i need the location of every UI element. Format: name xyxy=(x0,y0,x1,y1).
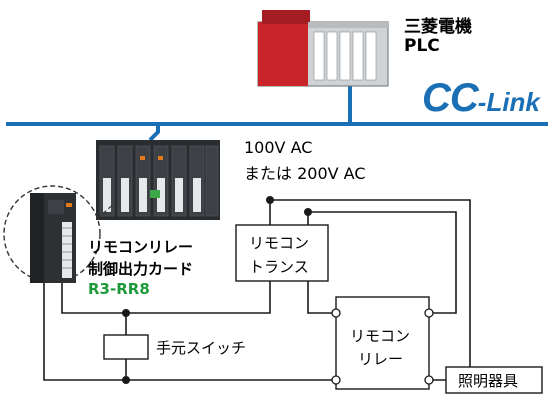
card-rack xyxy=(96,140,220,220)
card-model-number: R3-RR8 xyxy=(88,280,150,298)
plc-label: PLC xyxy=(404,36,440,56)
transformer-box xyxy=(235,224,329,282)
plc-device xyxy=(257,10,389,87)
relay-label-2: リレー xyxy=(358,350,404,368)
cc-link-logo: CC-Link xyxy=(422,76,540,121)
power-label-alt-voltage: または 200V AC xyxy=(244,164,366,183)
lighting-box xyxy=(445,366,543,394)
lighting-label: 照明器具 xyxy=(458,372,519,390)
card-label-type: 制御出力カード xyxy=(88,260,194,278)
transformer-label-2: トランス xyxy=(249,258,309,276)
relay-box xyxy=(335,296,430,390)
plc-label-maker: 三菱電機 xyxy=(404,17,472,37)
magnifier-pointer xyxy=(97,199,119,219)
cc-link-logo-cc: CC xyxy=(422,76,479,120)
transformer-label-1: リモコン xyxy=(249,234,310,252)
relay-label-1: リモコン xyxy=(350,327,411,345)
switch-box xyxy=(103,334,149,360)
relay-terminals xyxy=(331,308,434,385)
card-label-name: リモコンリレー xyxy=(88,238,194,256)
power-label-voltage: 100V AC xyxy=(244,138,313,157)
cc-link-logo-link: -Link xyxy=(477,87,540,117)
card-device xyxy=(30,193,76,283)
switch-label: 手元スイッチ xyxy=(156,339,247,357)
cc-link-bus xyxy=(6,85,548,142)
junction-dots xyxy=(122,196,312,384)
